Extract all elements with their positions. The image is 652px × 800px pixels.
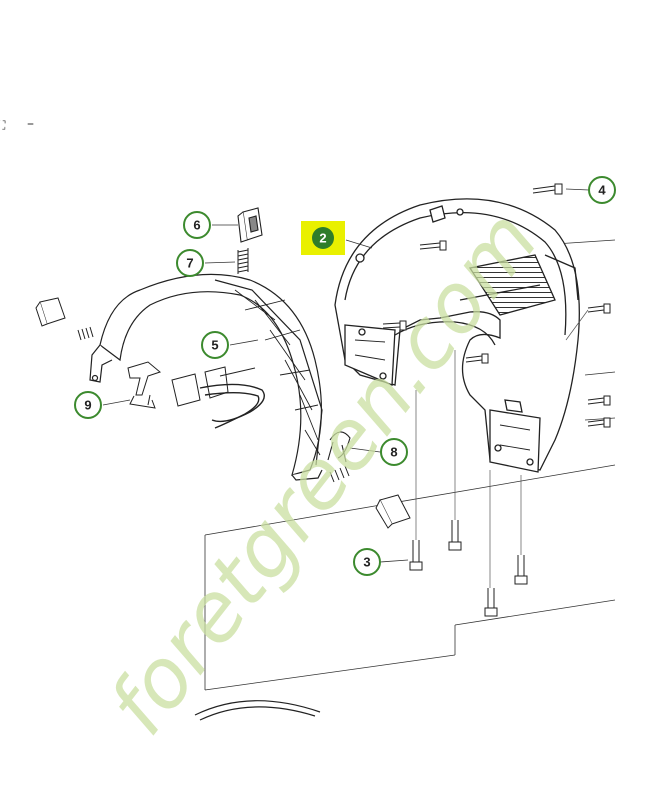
callout-9: 9 [74,391,102,419]
callout-label: 9 [84,398,91,413]
callout-circle [74,391,102,419]
callout-7: 7 [176,249,204,277]
minus-icon: – [27,116,34,132]
callout-5: 5 [201,331,229,359]
callout-3: 3 [353,548,381,576]
callout-4: 4 [588,176,616,204]
callout-circle [588,176,616,204]
curved-bracket-part-5 [89,273,323,481]
fullscreen-button[interactable]: ⛶ [0,118,5,133]
lower-spring-and-cap [329,465,411,529]
watermark: foretgreen.com [91,193,557,752]
callout-2: 2 [301,221,345,255]
callout-circle [201,331,229,359]
callout-circle [312,227,334,249]
cap-part-6 [237,207,263,243]
callout-leaders [102,188,590,563]
callout-label: 8 [390,445,397,460]
housing-part-2 [334,198,580,473]
callout-label: 7 [186,256,193,271]
wheel-partial [194,700,321,721]
watermark-text: foretgreen.com [91,193,557,752]
zoom-out-button[interactable]: – [27,116,34,132]
callout-circle [176,249,204,277]
callout-8: 8 [380,438,408,466]
callout-6: 6 [183,211,211,239]
callout-label: 2 [319,231,326,246]
callout-label: 6 [193,218,200,233]
fullscreen-icon: ⛶ [0,118,6,132]
wire-clip-part-8 [327,431,351,463]
callout-label: 3 [363,555,370,570]
screws [382,183,611,617]
callout-circle [353,548,381,576]
spring-part-7 [237,248,249,274]
left-cap-and-spring [35,297,94,341]
assembly-frame-lines [204,239,616,691]
callout-circle [183,211,211,239]
clip-part-9 [127,361,162,409]
wiring-harness [171,366,265,429]
callout-label: 4 [598,183,606,198]
assembly-guides [415,309,589,588]
callout-label: 5 [211,338,218,353]
callouts: 2 3 4 5 6 7 8 9 [74,176,616,576]
callout-circle [380,438,408,466]
